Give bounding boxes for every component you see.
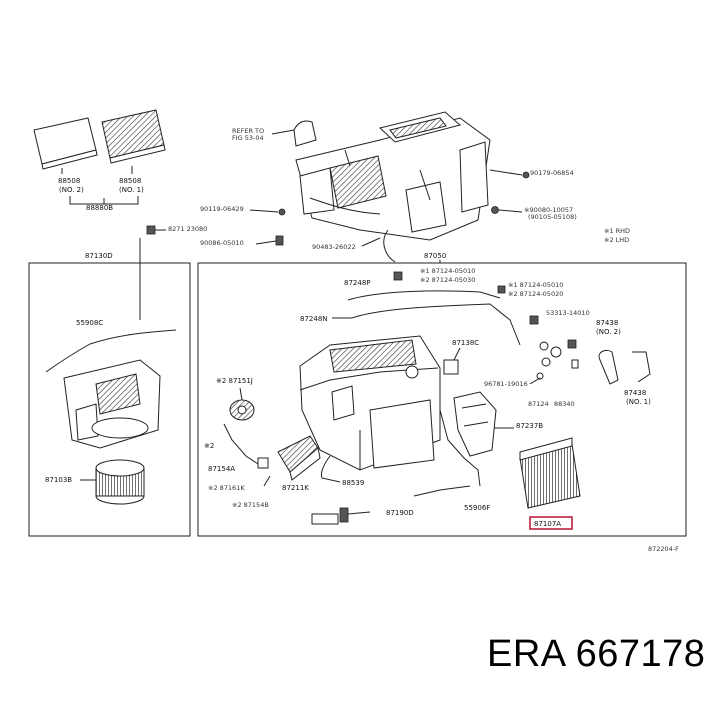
label-87124-3: ※1 87124-05010 xyxy=(508,281,563,289)
sensor-cable-55906f xyxy=(439,409,481,487)
wire-harness xyxy=(45,329,177,373)
label-87237b: 87237B xyxy=(516,422,543,430)
heater-core-87211k xyxy=(277,435,321,481)
label-87154a: 87154A xyxy=(208,465,235,473)
bracket-no1 xyxy=(632,351,651,383)
heater-assembly-frame xyxy=(197,262,687,537)
label-88508-a-no: (NO. 2) xyxy=(59,186,84,194)
label-88508-b-no: (NO. 1) xyxy=(119,186,144,194)
label-90080-a: ※90080-10057 xyxy=(524,206,573,214)
air-filter-no2 xyxy=(33,117,98,170)
label-refer-a: REFER TO xyxy=(232,127,264,135)
connector-87190d xyxy=(311,507,371,525)
bolt-icon xyxy=(491,206,499,214)
grommet-icon xyxy=(275,235,284,246)
label-88340: 88340 xyxy=(554,400,575,408)
label-87124-2: ※2 87124-05030 xyxy=(420,276,475,284)
sensor-wire xyxy=(223,423,259,465)
label-87248p: 87248P xyxy=(344,279,371,287)
evaporator-core xyxy=(519,437,581,509)
label-87130d: 87130D xyxy=(85,252,113,260)
blower-unit-frame xyxy=(28,262,191,537)
label-87154b: ※2 87154B xyxy=(232,501,269,509)
label-87438-a-no: (NO. 2) xyxy=(596,328,621,336)
heater-unit-top xyxy=(293,111,491,263)
diagram-code: 872204-F xyxy=(648,545,679,553)
label-87190d: 87190D xyxy=(386,509,414,517)
label-87107a: 87107A xyxy=(534,520,561,528)
screw-icon xyxy=(522,171,530,179)
duct-87237b xyxy=(453,391,497,457)
blower-motor xyxy=(95,459,145,505)
label-87438-b: 87438 xyxy=(624,389,646,397)
bracket-no2 xyxy=(598,349,619,385)
label-90080-b: (90105-05108) xyxy=(528,213,577,221)
label-87124-1: ※1 87124-05010 xyxy=(420,267,475,275)
label-88539: 88539 xyxy=(342,479,364,487)
label-87438-a: 87438 xyxy=(596,319,618,327)
label-88508-b: 88508 xyxy=(119,177,141,185)
label-87103b: 87103B xyxy=(45,476,72,484)
blower-case xyxy=(63,359,161,449)
label-88880b: 88880B xyxy=(86,204,113,212)
connector-icon xyxy=(146,225,156,235)
servo-motor xyxy=(229,399,255,421)
label-87124-4: ※2 87124-05020 xyxy=(508,290,563,298)
label-90483: 90483-26022 xyxy=(312,243,356,251)
label-87211k: 87211K xyxy=(282,484,309,492)
label-55906f: 55906F xyxy=(464,504,490,512)
label-87151j: ※2 87151J xyxy=(216,377,253,385)
label-88508-a: 88508 xyxy=(58,177,80,185)
label-87050: 87050 xyxy=(424,252,446,260)
clip-icon xyxy=(278,208,286,216)
legend-lhd: ※2 LHD xyxy=(604,236,629,244)
label-87438-b-no: (NO. 1) xyxy=(626,398,651,406)
label-90179: 90179-06854 xyxy=(530,169,574,177)
legend-rhd: ※1 RHD xyxy=(604,227,630,235)
label-2: ※2 xyxy=(204,442,214,450)
hose-88539 xyxy=(321,455,341,483)
label-90119: 90119-06429 xyxy=(200,205,244,213)
heater-case xyxy=(299,335,441,471)
label-87138c: 87138C xyxy=(452,339,479,347)
label-refer-b: FIG 53-04 xyxy=(232,134,264,142)
label-87161k: ※2 87161K xyxy=(208,484,245,492)
expansion-valve xyxy=(536,339,579,380)
label-96781: 96781-19016 xyxy=(484,380,528,388)
refrigerant-pipes xyxy=(347,290,521,346)
label-8271: 8271 23080 xyxy=(168,225,207,233)
label-53313: 53313-14010 xyxy=(546,309,590,317)
label-55908c: 55908C xyxy=(76,319,103,327)
highlighted-part-box xyxy=(529,516,573,530)
brand-part-number: ERA 667178 xyxy=(487,633,706,675)
filter-leader-lines xyxy=(61,166,139,205)
label-90086: 90086-05010 xyxy=(200,239,244,247)
label-87124-5: 87124 xyxy=(528,400,549,408)
air-filter-no1 xyxy=(101,109,166,164)
label-87248n: 87248N xyxy=(300,315,328,323)
